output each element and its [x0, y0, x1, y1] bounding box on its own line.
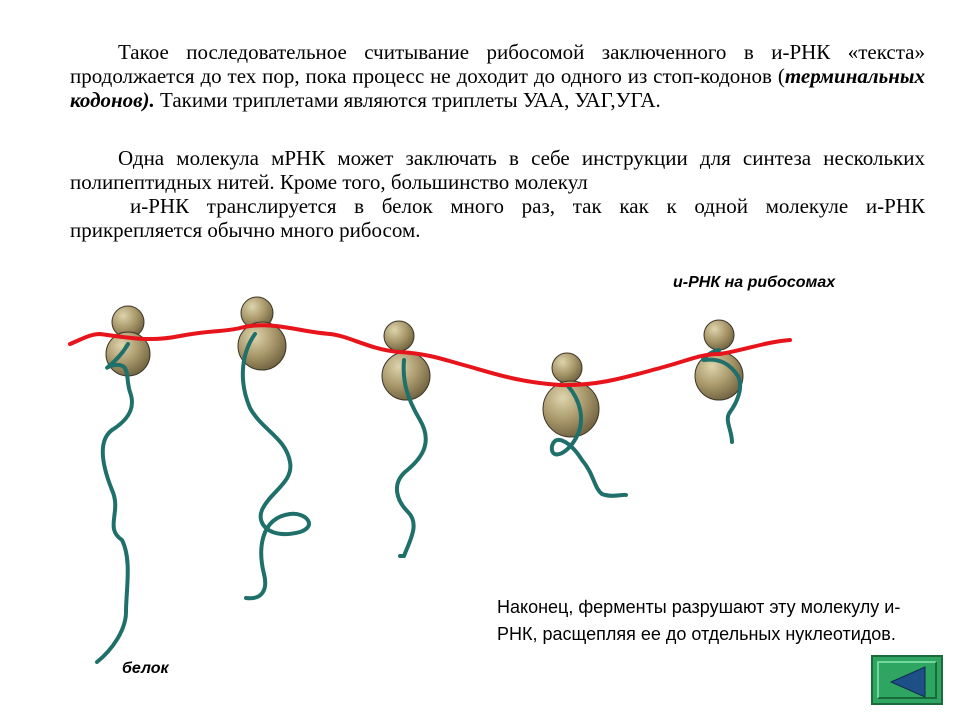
paragraph1-text: Такое последовательное считывание рибосо… [70, 40, 925, 88]
ribosome-2 [237, 296, 287, 371]
protein-chain-4 [549, 384, 628, 498]
protein-chain-2 [240, 332, 311, 601]
polysome-diagram [68, 296, 792, 664]
protein-label: белок [122, 660, 169, 677]
protein-chain-5 [701, 348, 743, 444]
paragraph2-line1: Одна молекула мРНК может заключать в себ… [70, 146, 925, 194]
mrna-on-ribosomes-label: и-РНК на рибосомах [673, 274, 836, 291]
mrna-strand [68, 323, 792, 388]
back-button-bevel [877, 661, 937, 699]
caption-mrna-degradation: Наконец, ферменты разрушают эту молекулу… [497, 597, 901, 644]
paragraph-polysomes: Одна молекула мРНК может заключать в себ… [70, 146, 925, 242]
ribosome-5 [694, 319, 744, 401]
protein-chain-3 [395, 358, 428, 558]
paragraph1-text-end: Такими триплетами являются триплеты УАА,… [154, 88, 661, 112]
paragraph2-line2: и-РНК транслируется в белок много раз, т… [70, 194, 925, 242]
protein-chain-1 [95, 342, 134, 664]
paragraph-stop-codons: Такое последовательное считывание рибосо… [70, 40, 925, 112]
terminal-codons-emphasis: терминальных кодонов). [70, 64, 925, 112]
back-button[interactable] [871, 655, 943, 705]
triangle-left-icon [889, 666, 926, 698]
ribosome-4 [542, 352, 600, 438]
